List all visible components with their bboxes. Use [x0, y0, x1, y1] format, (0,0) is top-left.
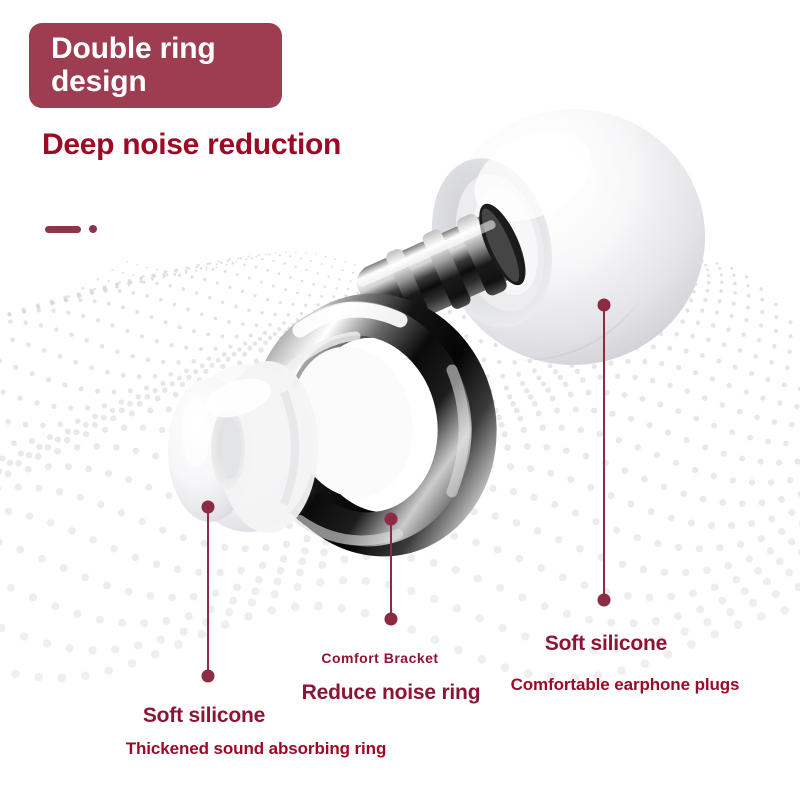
callout-subtitle-dome: Comfortable earphone plugs [510, 675, 740, 694]
callout-anchor-dot-tip [201, 500, 215, 514]
header-badge: Double ring design [29, 23, 282, 108]
decorative-dash [45, 225, 81, 233]
callout-end-dot-dome [597, 593, 611, 607]
noise-reduction-ring-part [252, 293, 497, 557]
callout-anchor-dot-ring [384, 512, 398, 526]
callout-line-dome [603, 305, 605, 600]
callout-title-tip: Soft silicone [142, 704, 266, 727]
callout-title-dome: Soft silicone [544, 632, 668, 655]
callout-line-tip [207, 507, 209, 676]
callout-subtitle-tip: Thickened sound absorbing ring [125, 739, 387, 758]
callout-title-ring: Reduce noise ring [301, 681, 481, 704]
comfort-bracket-shaft-part [356, 203, 526, 332]
decorative-accent [45, 225, 97, 233]
callout-small-label-ring: Comfort Bracket [321, 650, 439, 666]
silicone-dome-part [432, 109, 705, 365]
callout-line-ring [390, 519, 392, 619]
badge-line-2: design [51, 65, 147, 98]
callout-anchor-dot-dome [597, 298, 611, 312]
page-subtitle: Deep noise reduction [42, 128, 342, 161]
badge-line-1: Double ring [51, 32, 216, 65]
soft-silicone-tip-part [168, 361, 318, 533]
decorative-dot [89, 225, 97, 233]
callout-end-dot-ring [384, 612, 398, 626]
callout-end-dot-tip [201, 669, 215, 683]
